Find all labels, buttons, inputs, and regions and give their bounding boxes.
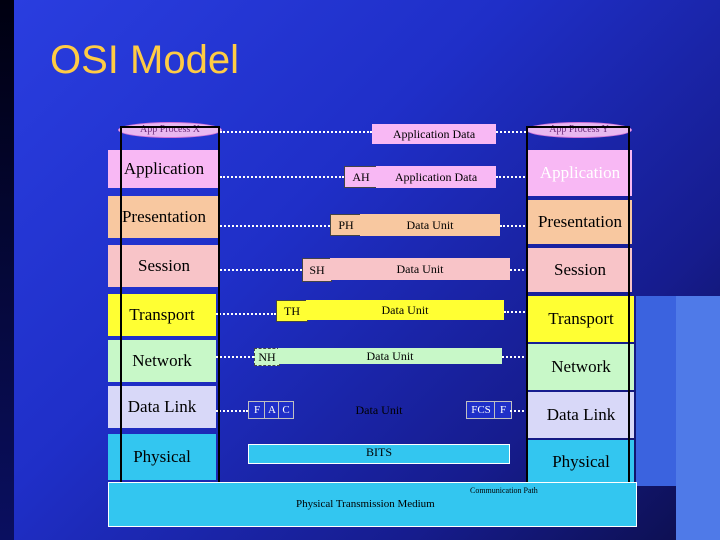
top-dotted-line bbox=[496, 131, 526, 133]
datalink-dotted-line bbox=[510, 410, 528, 412]
physical-bits-bar: BITS bbox=[248, 444, 510, 464]
right-layer-session: Session bbox=[528, 248, 632, 292]
nh-header: NH bbox=[254, 348, 280, 366]
left-layer-session: Session bbox=[108, 245, 220, 287]
decorative-square bbox=[636, 296, 676, 486]
session-dotted-line bbox=[510, 269, 528, 271]
application-dotted-line bbox=[496, 176, 528, 178]
medium-label: Physical Transmission Medium bbox=[296, 498, 435, 510]
datalink-data-unit: Data Unit bbox=[355, 402, 403, 417]
network-dotted-line bbox=[502, 356, 528, 358]
transport-data-bar: Data Unit bbox=[306, 300, 504, 320]
network-dotted-line bbox=[216, 356, 254, 358]
application-data-bar: Application Data bbox=[376, 166, 496, 188]
decorative-side-bar bbox=[0, 0, 14, 540]
right-layer-transport: Transport bbox=[528, 296, 634, 342]
right-layer-presentation: Presentation bbox=[528, 200, 632, 244]
decorative-square bbox=[676, 296, 720, 540]
datalink-dotted-line bbox=[216, 410, 248, 412]
top-application-data-bar: Application Data bbox=[372, 124, 496, 144]
right-layer-application: Application bbox=[528, 150, 632, 196]
left-layer-physical: Physical bbox=[108, 434, 216, 480]
transport-dotted-line bbox=[216, 313, 276, 315]
right-layer-data-link: Data Link bbox=[528, 392, 634, 438]
right-layer-physical: Physical bbox=[528, 440, 634, 484]
right-stack-outline bbox=[526, 126, 630, 494]
left-layer-network: Network bbox=[108, 340, 216, 382]
physical-transmission-medium bbox=[108, 482, 637, 527]
network-data-bar: Data Unit bbox=[278, 348, 502, 364]
presentation-dotted-line bbox=[500, 225, 528, 227]
sh-header: SH bbox=[302, 258, 332, 282]
left-layer-application: Application bbox=[108, 150, 220, 188]
session-dotted-line bbox=[220, 269, 302, 271]
left-layer-presentation: Presentation bbox=[108, 196, 220, 238]
ph-header: PH bbox=[330, 214, 362, 236]
left-layer-data-link: Data Link bbox=[108, 386, 216, 428]
application-dotted-line bbox=[220, 176, 344, 178]
left-stack-outline bbox=[120, 126, 220, 494]
presentation-dotted-line bbox=[220, 225, 330, 227]
left-layer-transport: Transport bbox=[108, 294, 216, 336]
session-data-bar: Data Unit bbox=[330, 258, 510, 280]
top-dotted-line bbox=[220, 131, 372, 133]
datalink-field-c: C bbox=[278, 401, 294, 419]
presentation-data-bar: Data Unit bbox=[360, 214, 500, 236]
th-header: TH bbox=[276, 300, 308, 322]
communication-path-label: Communication Path bbox=[470, 486, 538, 495]
slide-title: OSI Model bbox=[50, 38, 239, 82]
right-layer-network: Network bbox=[528, 344, 634, 390]
fcs-field: FCS bbox=[466, 401, 496, 419]
ah-header: AH bbox=[344, 166, 378, 188]
transport-dotted-line bbox=[504, 311, 528, 313]
